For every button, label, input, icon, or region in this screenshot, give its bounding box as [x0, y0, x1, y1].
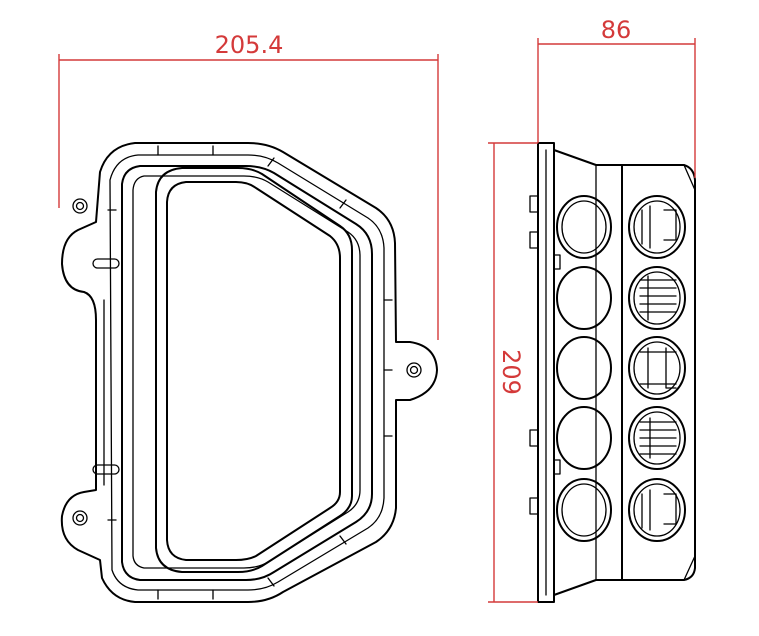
mount-hole — [409, 365, 419, 375]
mount-hole — [72, 198, 88, 214]
openings-left — [556, 195, 612, 542]
side-slot — [92, 464, 120, 475]
side-tab — [529, 497, 539, 515]
dimension-width: 205.4 — [58, 31, 439, 340]
front-channel-inner — [132, 175, 361, 569]
mount-hole — [75, 201, 85, 211]
mount-hole — [75, 513, 85, 523]
side-tab — [529, 195, 539, 213]
dimension-depth: 86 — [537, 16, 696, 178]
front-window-outer — [155, 167, 353, 573]
mount-hole — [406, 362, 422, 378]
dimension-height-label: 209 — [497, 349, 525, 395]
dimension-width-label: 205.4 — [215, 31, 284, 59]
side-view — [529, 142, 696, 603]
front-flange-contour — [109, 154, 385, 591]
front-window-inner — [166, 181, 341, 561]
side-body-lip — [683, 164, 696, 191]
front-outer-outline — [60, 142, 438, 603]
openings-right — [628, 195, 686, 542]
mount-hole — [72, 510, 88, 526]
frame-ribs — [107, 145, 393, 600]
side-slot — [92, 258, 120, 269]
side-tab — [529, 429, 539, 447]
front-channel-outer — [121, 165, 373, 581]
side-body-lip — [683, 555, 696, 581]
front-view — [60, 142, 438, 603]
side-tab — [529, 231, 539, 249]
dimension-height: 209 — [488, 142, 538, 603]
dimension-depth-label: 86 — [601, 16, 632, 44]
